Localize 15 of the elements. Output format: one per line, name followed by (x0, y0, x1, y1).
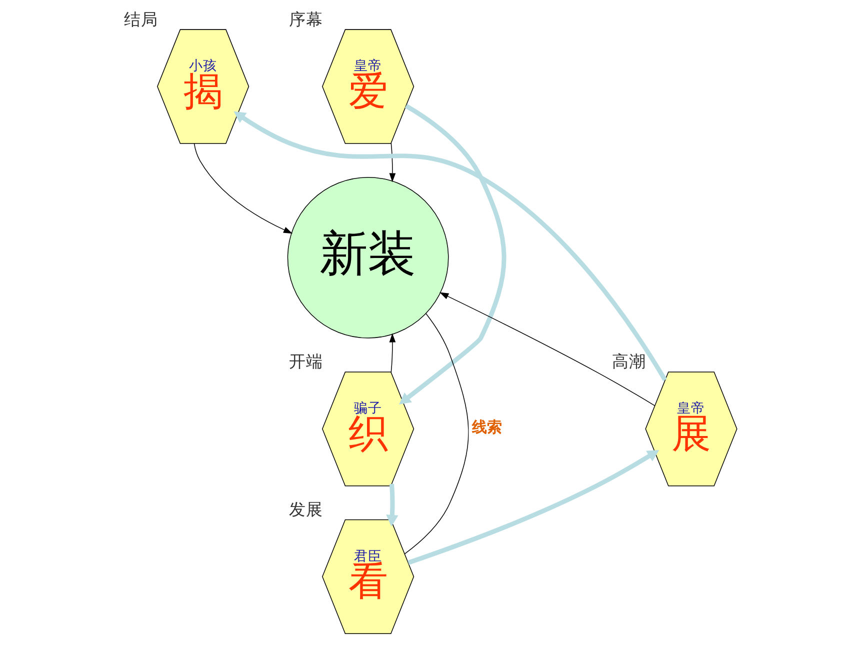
node-label: 发展 (288, 500, 323, 519)
arrow (388, 142, 396, 182)
arrow (233, 111, 666, 382)
node-label: 序幕 (288, 10, 323, 29)
node-label: 开端 (288, 352, 323, 372)
edge-label: 线索 (472, 418, 502, 436)
node-label: 结局 (124, 10, 158, 29)
arrow (439, 292, 655, 406)
arrow (398, 104, 506, 404)
arrow (193, 143, 292, 234)
connector (404, 313, 468, 554)
arrow (386, 484, 398, 527)
arrow (407, 450, 659, 565)
node-label: 高潮 (612, 352, 646, 372)
arrow (388, 333, 396, 373)
